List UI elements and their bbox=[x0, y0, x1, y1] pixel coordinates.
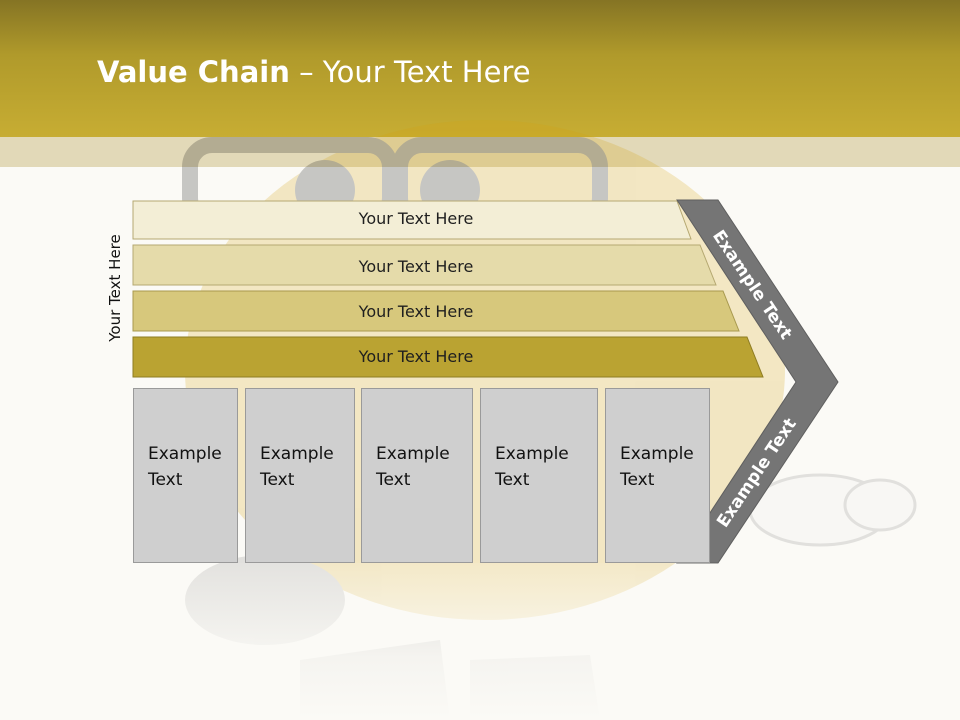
box-1-line-1: Example bbox=[148, 444, 222, 464]
row-4-shape bbox=[132, 336, 764, 378]
header-band bbox=[0, 137, 960, 167]
box-5-line-2: Text bbox=[620, 470, 655, 490]
title-rest: – Your Text Here bbox=[289, 55, 531, 89]
box-4-line-1: Example bbox=[495, 444, 569, 464]
row-1-label: Your Text Here bbox=[358, 209, 474, 228]
activity-box-3: Example Text bbox=[361, 388, 473, 563]
activity-box-5: Example Text bbox=[605, 388, 710, 563]
row-1-shape bbox=[132, 200, 692, 240]
row-2-label: Your Text Here bbox=[358, 257, 474, 276]
row-3-shape bbox=[132, 290, 740, 332]
activity-box-1: Example Text bbox=[133, 388, 238, 563]
box-3-line-2: Text bbox=[376, 470, 411, 490]
reflection: Example Text Example Text Example Text E… bbox=[0, 563, 960, 720]
box-1-line-2: Text bbox=[148, 470, 183, 490]
box-2-line-1: Example bbox=[260, 444, 334, 464]
title-bold: Value Chain bbox=[97, 55, 290, 89]
box-4-line-2: Text bbox=[495, 470, 530, 490]
activity-box-4: Example Text bbox=[480, 388, 598, 563]
page-title: Value Chain – Your Text Here bbox=[97, 55, 531, 89]
row-4-label: Your Text Here bbox=[358, 347, 474, 366]
box-3-line-1: Example bbox=[376, 444, 450, 464]
reflection-fade bbox=[0, 563, 960, 720]
row-2-shape bbox=[132, 244, 717, 286]
box-2-line-2: Text bbox=[260, 470, 295, 490]
box-5-line-1: Example bbox=[620, 444, 694, 464]
header-bar bbox=[0, 0, 960, 137]
activity-box-2: Example Text bbox=[245, 388, 355, 563]
row-3-label: Your Text Here bbox=[358, 302, 474, 321]
